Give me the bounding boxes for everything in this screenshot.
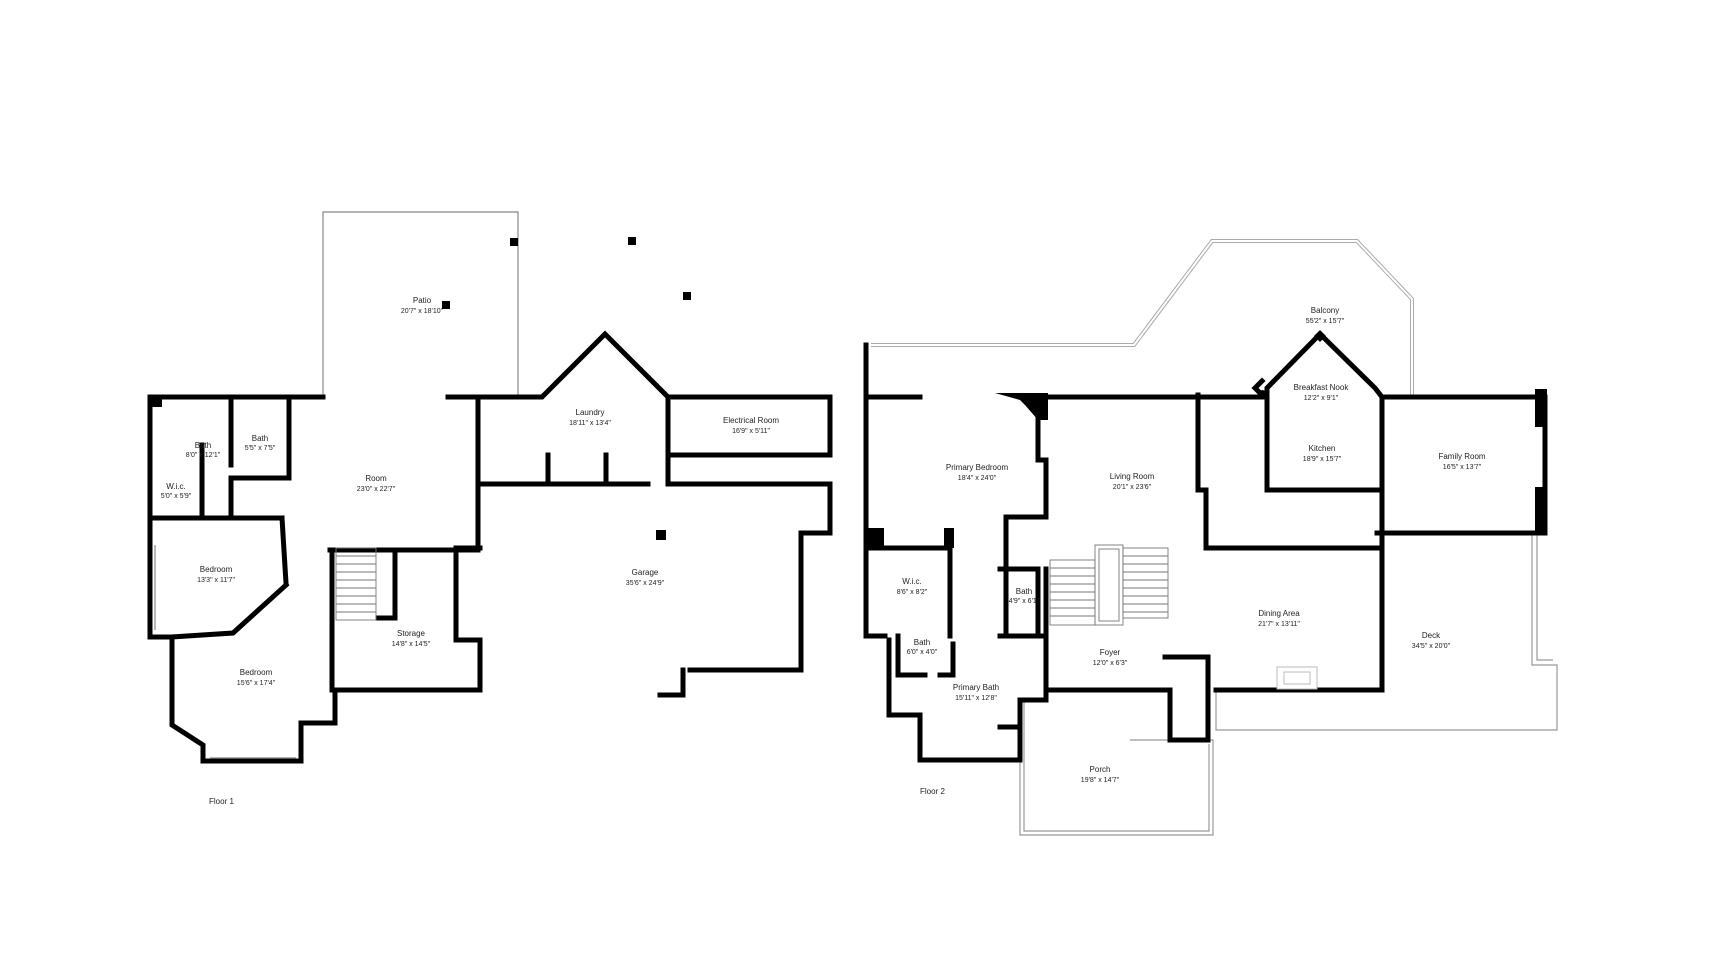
interior-wall: [1035, 394, 1049, 520]
room-name-room: Room: [365, 474, 387, 483]
exterior-wall: [1195, 392, 1209, 493]
room-name-patio: Patio: [413, 296, 432, 305]
room-name-bedroom-a: Bedroom: [200, 565, 233, 574]
room-name-dining-area: Dining Area: [1258, 609, 1300, 618]
floor-2-plan: Balcony 55'2" x 15'7" Breakfast Nook 12'…: [863, 239, 1558, 836]
interior-wall: [886, 637, 1023, 763]
room-name-bath-a: Bath: [195, 441, 211, 450]
staircase: [1049, 544, 1169, 626]
room-name-balcony: Balcony: [1311, 306, 1339, 315]
room-dims-storage: 14'8" x 14'5": [392, 641, 431, 648]
room-name-bath-b: Bath: [252, 434, 268, 443]
column: [150, 397, 162, 407]
room-dims-breakfast-nook: 12'2" x 9'1": [1304, 395, 1339, 402]
balcony-railing: [871, 240, 1413, 397]
room-name-deck: Deck: [1422, 631, 1441, 640]
post: [683, 292, 691, 300]
room-dims-kitchen: 18'9" x 15'7": [1303, 456, 1342, 463]
deck-outline: [1536, 531, 1553, 661]
exterior-wall: [657, 667, 686, 698]
room-name-living-room: Living Room: [1110, 472, 1155, 481]
room-dims-family-room: 16'5" x 13'7": [1443, 464, 1482, 471]
room-dims-bath-a: 4'9" x 6'1": [1009, 598, 1040, 605]
floor-label: Floor 2: [920, 787, 945, 796]
exterior-wall: [147, 634, 206, 764]
room-dims-laundry: 18'11" x 13'4": [569, 420, 611, 427]
column: [1314, 330, 1326, 342]
interior-wall: [997, 566, 1049, 730]
post: [442, 301, 450, 309]
exterior-wall: [200, 545, 483, 764]
post: [628, 237, 636, 245]
room-name-primary-bath: Primary Bath: [953, 683, 999, 692]
room-name-bath-a: Bath: [1016, 587, 1032, 596]
interior-wall: [375, 547, 398, 621]
room-dims-deck: 34'5" x 20'0": [1412, 643, 1451, 650]
floor-label: Floor 1: [209, 797, 234, 806]
exterior-wall: [1374, 394, 1548, 536]
room-name-family-room: Family Room: [1438, 452, 1485, 461]
exterior-wall: [1033, 394, 1380, 493]
room-dims-garage: 35'6" x 24'9": [626, 580, 665, 587]
interior-wall: [1162, 654, 1211, 743]
room-dims-foyer: 12'0" x 6'3": [1093, 660, 1128, 667]
exterior-wall: [445, 330, 833, 458]
room-name-wic: W.i.c.: [902, 577, 922, 586]
room-name-laundry: Laundry: [576, 408, 605, 417]
column: [944, 528, 954, 548]
fireplace-chimney: [995, 393, 1048, 420]
room-name-bath-b: Bath: [914, 638, 930, 647]
interior-wall: [895, 633, 928, 678]
room-name-breakfast-nook: Breakfast Nook: [1294, 383, 1350, 392]
post: [510, 238, 518, 246]
porch-outline: [1023, 700, 1210, 832]
room-name-electrical-room: Electrical Room: [723, 416, 779, 425]
room-dims-wic: 8'6" x 8'2": [897, 589, 928, 596]
column: [656, 530, 666, 540]
interior-wall: [279, 515, 289, 586]
room-name-wic: W.i.c.: [166, 482, 186, 491]
room-name-kitchen: Kitchen: [1309, 444, 1336, 453]
room-name-porch: Porch: [1090, 765, 1111, 774]
room-name-storage: Storage: [397, 629, 426, 638]
room-dims-primary-bedroom: 18'4" x 24'0": [958, 475, 997, 482]
room-dims-bedroom-a: 13'3" x 11'7": [197, 577, 235, 584]
room-name-primary-bedroom: Primary Bedroom: [946, 463, 1009, 472]
porch-outline: [1019, 700, 1214, 836]
exterior-wall: [863, 342, 888, 639]
room-dims-electrical-room: 16'9" x 5'11": [732, 428, 770, 435]
patio-outline: [322, 211, 519, 399]
room-name-garage: Garage: [632, 568, 659, 577]
room-name-bedroom-b: Bedroom: [240, 668, 273, 677]
room-dims-living-room: 20'1" x 23'6": [1113, 484, 1152, 491]
interior-wall: [937, 641, 956, 678]
room-dims-primary-bath: 15'11" x 12'8": [955, 695, 997, 702]
staircase: [335, 547, 377, 621]
interior-wall: [169, 581, 290, 640]
room-dims-porch: 19'8" x 14'7": [1081, 777, 1120, 784]
room-dims-dining-area: 21'7" x 13'11": [1258, 621, 1300, 628]
room-dims-bath-b: 5'5" x 7'5": [245, 445, 276, 452]
room-dims-bath-b: 6'0" x 4'0": [907, 649, 938, 656]
exterior-wall: [665, 452, 833, 673]
column: [866, 528, 884, 548]
room-dims-room: 23'0" x 22'7": [357, 486, 396, 493]
column: [1535, 389, 1547, 427]
room-dims-bedroom-b: 15'6" x 17'4": [237, 680, 276, 687]
column: [1535, 487, 1547, 533]
fireplace-box: [1283, 671, 1311, 685]
room-name-foyer: Foyer: [1100, 648, 1121, 657]
room-dims-balcony: 55'2" x 15'7": [1306, 318, 1345, 325]
room-dims-bath-a: 8'0" x 12'1": [186, 452, 221, 459]
room-dims-patio: 20'7" x 18'10": [401, 308, 444, 315]
floor-1-plan: Patio 20'7" x 18'10" Laundry 18'11" x 13…: [147, 211, 833, 806]
deck-outline: [1215, 531, 1558, 731]
interior-wall: [997, 566, 1041, 639]
room-dims-wic: 5'0" x 5'9": [161, 493, 192, 500]
